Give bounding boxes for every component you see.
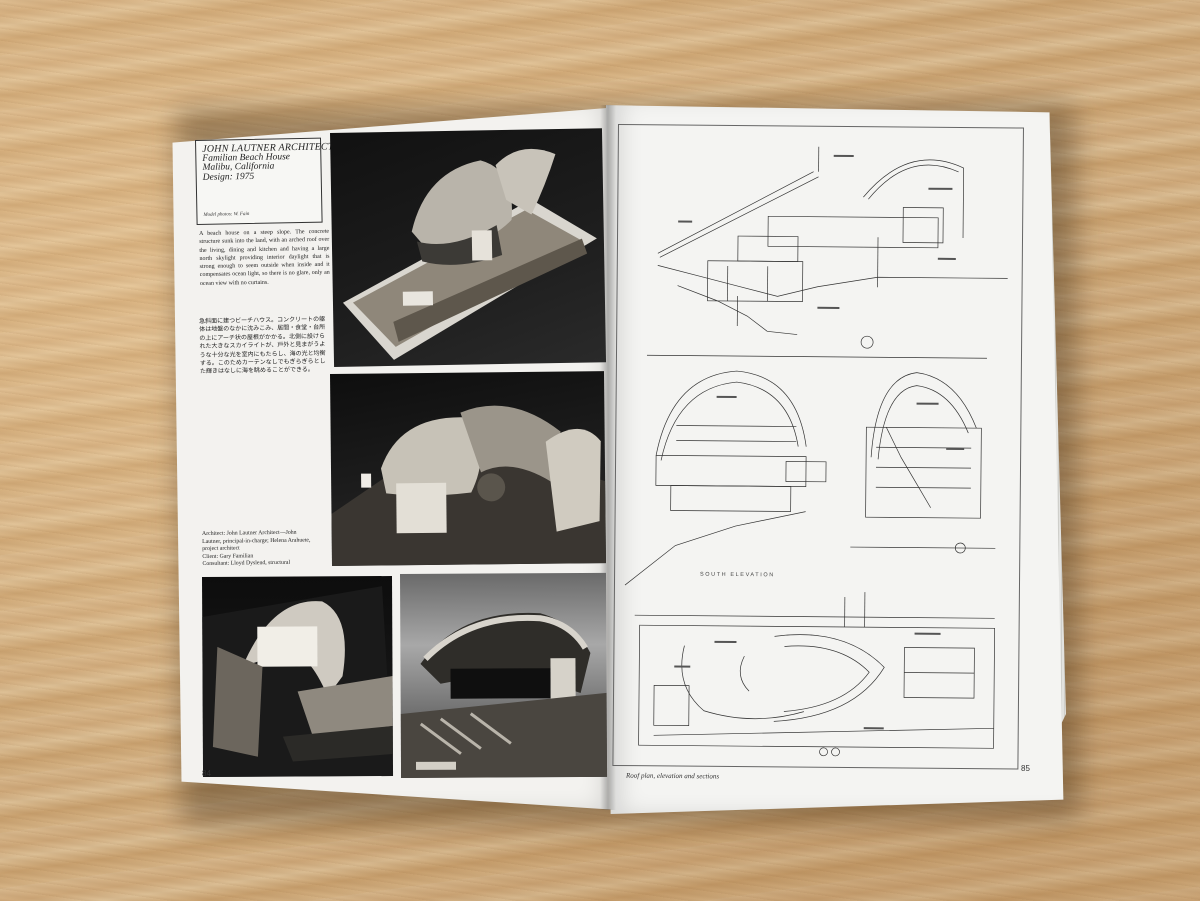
drawings-svg bbox=[624, 146, 1008, 757]
english-description: A beach house on a steep slope. The conc… bbox=[199, 228, 330, 287]
model-photo-bottom-left bbox=[202, 576, 394, 777]
architectural-drawings-frame bbox=[612, 124, 1024, 770]
japanese-description: 急斜面に建つビーチハウス。コンクリートの躯体は地盤のなかに沈みこみ、居間・食堂・… bbox=[199, 316, 326, 376]
model-photo-middle bbox=[330, 371, 606, 566]
right-page bbox=[606, 105, 1064, 814]
photo-credit: Model photos: W. Fain bbox=[203, 211, 250, 218]
page-number-left: 84 bbox=[202, 769, 211, 778]
project-credits: Architect: John Lautner Architect—John L… bbox=[202, 529, 329, 569]
model-photo-bottom-right bbox=[400, 572, 608, 778]
design-year: Design: 1975 bbox=[202, 171, 255, 183]
page-number-right: 85 bbox=[1021, 764, 1030, 773]
model-photo-top bbox=[330, 128, 607, 367]
south-elevation-label: SOUTH ELEVATION bbox=[699, 571, 775, 579]
drawings-caption: Roof plan, elevation and sections bbox=[625, 771, 720, 781]
project-header-box: JOHN LAUTNER ARCHITECT Familian Beach Ho… bbox=[195, 137, 334, 225]
